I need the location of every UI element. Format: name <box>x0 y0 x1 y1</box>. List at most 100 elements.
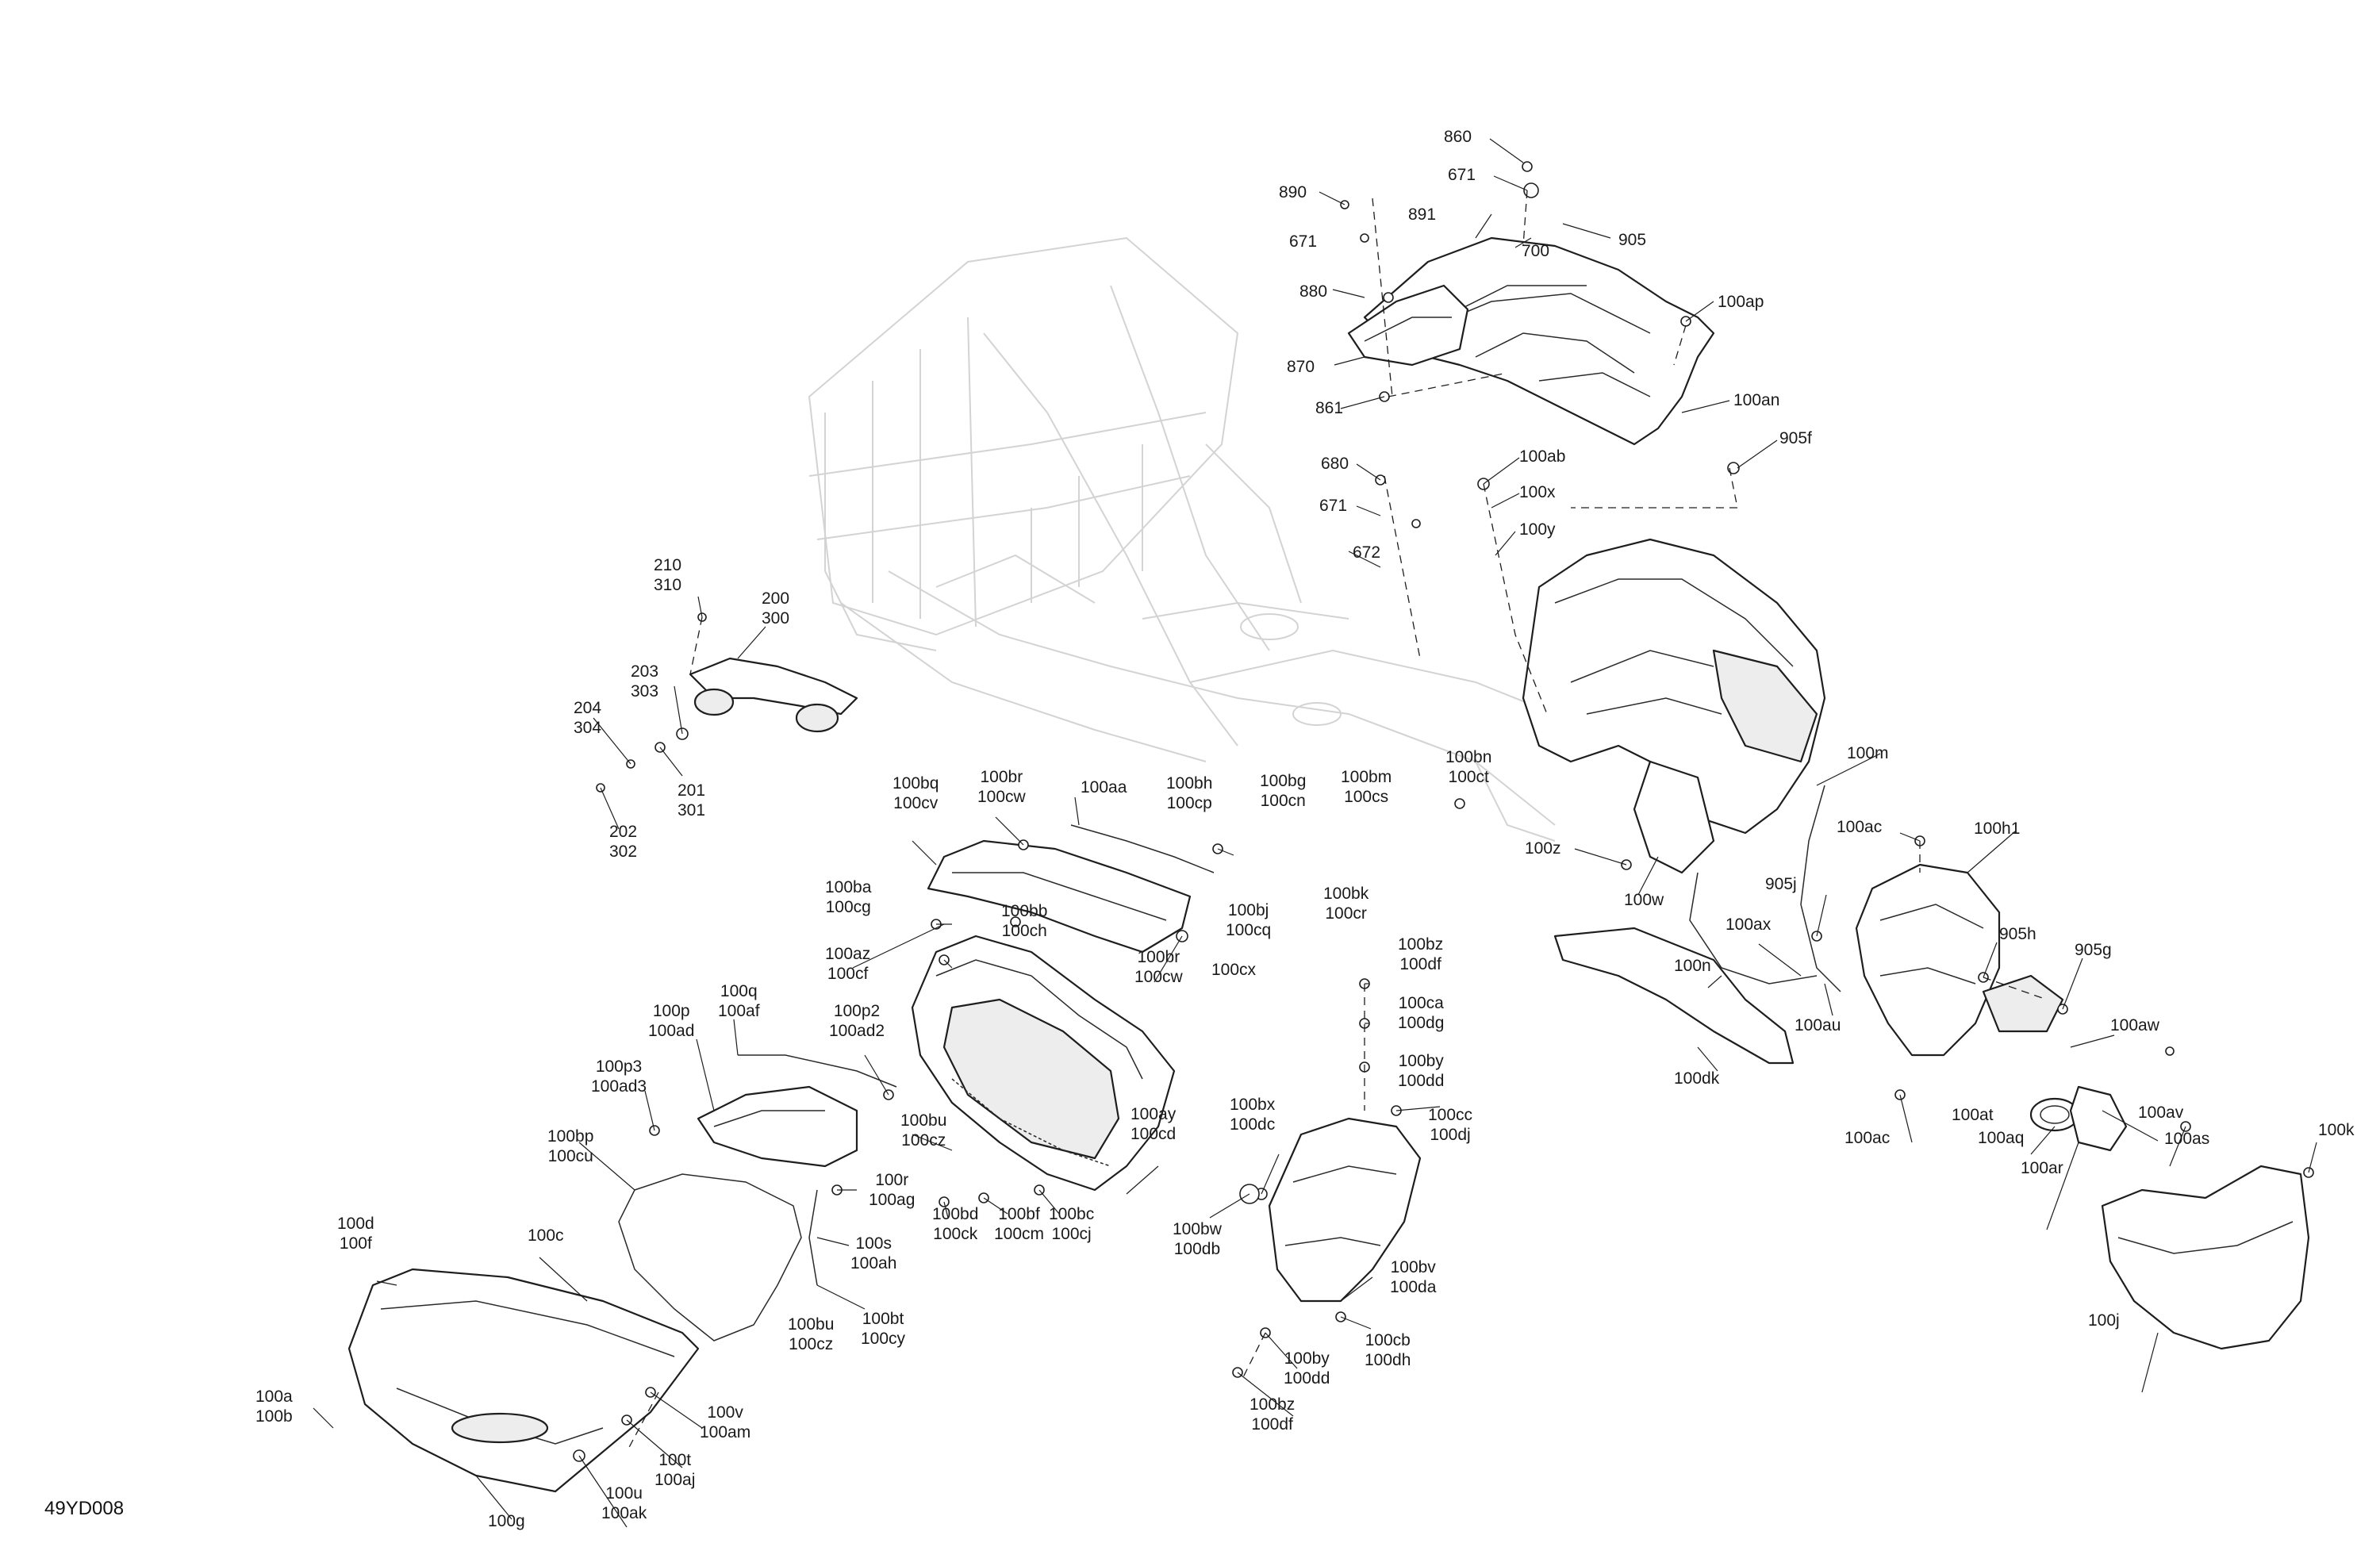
callout-label: 671 <box>1319 497 1348 515</box>
callout-label: 100k <box>2318 1121 2355 1139</box>
callout-label: 100at <box>1952 1106 1994 1124</box>
lid-seal <box>618 1173 802 1341</box>
callout-label: 100an <box>1733 391 1780 409</box>
callout-label: 210 310 <box>654 556 682 594</box>
assembly-lines <box>626 190 2048 1453</box>
saddlebag-shell <box>911 935 1176 1192</box>
callout-label: 100v 100am <box>700 1403 751 1441</box>
callout-label: 100aq <box>1978 1129 2025 1147</box>
callout-label: 905j <box>1765 875 1797 893</box>
rear-luggage-rack <box>1522 538 1826 874</box>
callout-label: 100q 100af <box>718 982 760 1020</box>
callout-label: 100t 100aj <box>654 1451 696 1489</box>
tail-housing <box>1855 863 2064 1057</box>
callout-label: 905g <box>2075 941 2112 959</box>
drawing-code: 49YD008 <box>44 1498 125 1519</box>
callout-label: 204 304 <box>574 699 602 737</box>
callout-label: 100ca 100dg <box>1398 994 1445 1032</box>
callout-label: 880 <box>1299 282 1328 301</box>
callout-label: 861 <box>1315 399 1344 417</box>
callout-label: 100bp 100cu <box>547 1127 594 1165</box>
callout-label: 100bj 100cq <box>1226 901 1272 939</box>
callout-label: 100br 100cw <box>977 768 1026 806</box>
saddlebag-trim <box>697 1085 858 1168</box>
callout-label: 100bv 100da <box>1390 1258 1437 1296</box>
callout-label: 100z <box>1525 839 1561 858</box>
side-panel <box>1268 1117 1422 1303</box>
callout-label: 100bz 100df <box>1250 1395 1296 1434</box>
callout-label: 860 <box>1444 128 1472 146</box>
callout-label: 100au <box>1795 1016 1841 1034</box>
callout-label: 100p 100ad <box>648 1002 695 1040</box>
callout-label: 100az 100cf <box>825 945 871 983</box>
callout-label: 100bc 100cj <box>1049 1205 1095 1243</box>
callout-label: 680 <box>1321 455 1349 473</box>
callout-label: 100bg 100cn <box>1260 772 1307 810</box>
callout-label: 100bm 100cs <box>1341 768 1392 806</box>
callout-label: 672 <box>1353 543 1381 562</box>
callout-label: 100d 100f <box>337 1215 374 1253</box>
callout-label: 100x <box>1519 483 1556 501</box>
light-ring-parts <box>2029 1085 2128 1152</box>
callout-label: 100as <box>2164 1130 2210 1148</box>
callout-label: 905h <box>1999 925 2036 943</box>
strap-handle <box>689 657 858 733</box>
callout-label: 100bn 100ct <box>1445 748 1492 786</box>
callout-label: 891 <box>1408 205 1437 224</box>
leader-lines <box>313 138 2317 1528</box>
callout-label: 203 303 <box>631 662 659 700</box>
callout-label: 100bb 100ch <box>1001 902 1048 940</box>
callout-label: 100bu 100cz <box>900 1111 947 1150</box>
callout-label: 201 301 <box>678 781 706 819</box>
callout-label: 100br 100cw <box>1134 948 1183 986</box>
callout-label: 100aw <box>2110 1016 2159 1034</box>
callout-label: 100u 100ak <box>601 1484 647 1522</box>
rear-fascia <box>2101 1165 2310 1350</box>
callout-label: 100ay 100cd <box>1130 1105 1177 1143</box>
saddlebag-upper-rail <box>927 839 1192 954</box>
callout-label: 100j <box>2088 1311 2120 1330</box>
callout-label: 100ap <box>1718 293 1764 311</box>
callout-label: 100bu 100cz <box>788 1315 835 1353</box>
callout-label: 100aa <box>1081 778 1127 796</box>
callout-label: 100bx 100dc <box>1230 1096 1276 1134</box>
callout-label: 890 <box>1279 183 1307 202</box>
callout-label: 100ac <box>1837 818 1883 836</box>
callout-label: 200 300 <box>762 589 790 628</box>
callout-label: 671 <box>1448 166 1476 184</box>
callout-label: 100cx <box>1211 961 1257 979</box>
callout-label: 202 302 <box>609 823 638 861</box>
callout-label: 100bf 100cm <box>994 1205 1045 1243</box>
callout-label: 905 <box>1618 231 1647 249</box>
callout-label: 100ab <box>1519 447 1566 466</box>
callout-label: 100g <box>488 1512 525 1530</box>
callout-label: 905f <box>1779 429 1812 447</box>
callout-label: 100p3 100ad3 <box>591 1057 647 1096</box>
deflector-strip <box>1553 927 1795 1065</box>
vehicle-frame-ghost <box>808 236 1556 842</box>
callout-label: 870 <box>1287 358 1315 376</box>
callout-label: 100a 100b <box>255 1388 293 1426</box>
callout-label: 100ac <box>1844 1129 1891 1147</box>
callout-label: 100m <box>1847 744 1889 762</box>
callout-label: 100p2 100ad2 <box>829 1002 885 1040</box>
callout-label: 100w <box>1624 891 1664 909</box>
callout-label: 100ba 100cg <box>825 878 872 916</box>
callout-label: 100ax <box>1726 915 1772 934</box>
seat-base-tray <box>1347 236 1715 446</box>
callout-label: 100c <box>528 1226 564 1245</box>
callout-label: 100n <box>1674 957 1711 975</box>
callout-label: 100s 100ah <box>850 1234 897 1272</box>
callout-label: 100bw 100db <box>1173 1220 1222 1258</box>
callout-label: 671 <box>1289 232 1318 251</box>
callout-label: 100av <box>2138 1104 2184 1122</box>
callout-label: 100bk 100cr <box>1323 885 1369 923</box>
callout-label: 100cb 100dh <box>1365 1331 1411 1369</box>
callout-label: 100cc 100dj <box>1428 1106 1473 1144</box>
callout-label: 100r 100ag <box>869 1171 916 1209</box>
callout-label: 100bz 100df <box>1398 935 1444 973</box>
callout-label: 100ar <box>2021 1159 2063 1177</box>
callout-label: 100y <box>1519 520 1556 539</box>
callout-label: 100bt 100cy <box>861 1310 906 1348</box>
